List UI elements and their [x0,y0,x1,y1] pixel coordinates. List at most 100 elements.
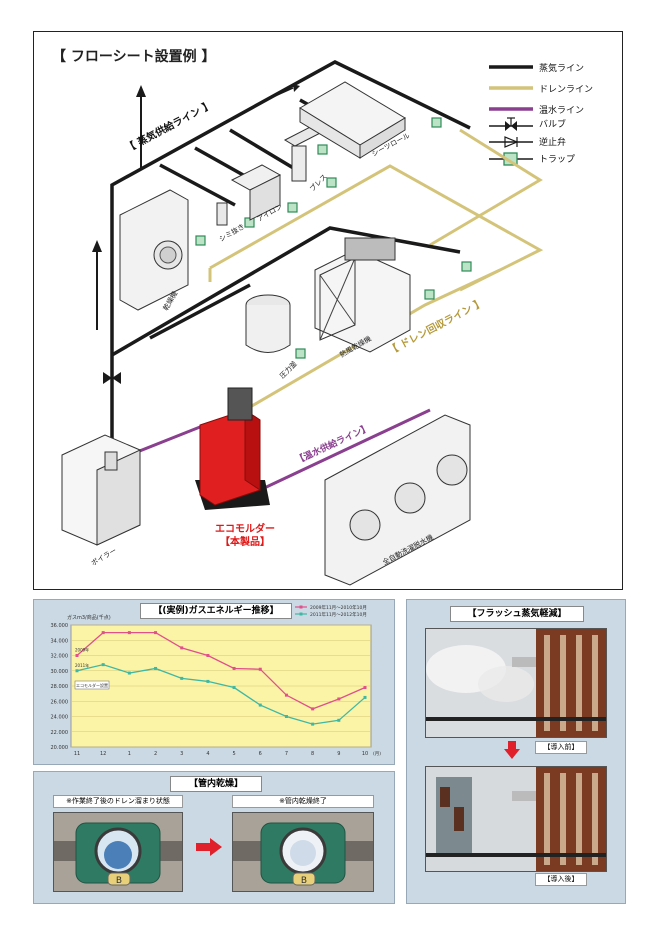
x-tick-label: 10 [362,751,368,757]
legend-entry: 2009年11月～2010年10月 [310,604,367,611]
y-tick-label: 32.000 [51,654,69,660]
data-point [337,697,341,701]
series-line [76,663,366,725]
y-tick-label: 26.000 [51,699,69,705]
pressure-pot-drawing [245,294,291,353]
flow-sheet-title: 【 フローシート設置例 】 [52,49,216,65]
flash-before-caption: 【導入前】 [535,741,587,754]
data-point [311,707,315,711]
x-tick-label: 5 [232,751,235,757]
series-short-label: 2009年 [75,647,89,653]
tumble-dryer-drawing [314,237,411,353]
x-tick-label: 7 [285,751,288,757]
y-tick-label: 30.000 [51,669,69,675]
x-tick-label: 2 [154,751,157,757]
boiler-drawing [61,434,141,546]
iron-drawing [216,164,282,226]
data-point [363,695,367,699]
arrow-right-icon [196,838,222,856]
check-valve-icon [489,136,533,148]
x-tick-label: 8 [311,751,314,757]
tube-after-caption: ※管内乾燥終了 [232,795,374,808]
series-line [76,631,366,710]
arrow-down-icon [504,741,520,759]
flash-after-photo [425,766,607,872]
flow-diagram [61,60,544,586]
data-point [75,669,79,673]
dryer-drawing [119,189,189,311]
data-point [206,679,210,683]
gas-chart-title: 【(実例)ガスエネルギー推移】 [140,603,292,619]
x-tick-label: 3 [180,751,183,757]
x-tick-label: 11 [74,751,80,757]
data-point [311,722,315,726]
x-tick-label: 6 [259,751,262,757]
data-point [154,631,158,635]
data-point [127,671,131,675]
drain-lines [208,128,544,412]
legend-valve: バルブ [487,116,617,132]
valve-icon [103,372,121,384]
tube-after-photo: B [232,812,374,892]
data-point [284,693,288,697]
y-tick-label: 28.000 [51,684,69,690]
y-tick-label: 20.000 [51,745,69,751]
data-point [180,676,184,680]
data-point [258,667,262,671]
y-tick-label: 22.000 [51,730,69,736]
trap-icon [195,117,472,359]
legend-marker [299,605,303,609]
data-point [154,666,158,670]
data-point [180,646,184,650]
legend-entry: 2011年11月～2012年10月 [310,611,367,618]
line-icon [489,86,533,90]
tube-dry-title: 【管内乾燥】 [170,776,262,792]
line-icon [489,107,533,111]
product-label: エコモルダー 【本製品】 [205,523,285,549]
valve-icon [489,117,533,131]
legend-drain-line: ドレンライン [487,81,617,97]
y-tick-label: 36.000 [51,623,69,629]
series-short-label: 2011年 [75,662,89,668]
y-axis-label: ガスm3/商品(千点) [67,614,111,621]
tube-before-caption: ※作業終了後のドレン溜まり状態 [53,795,183,808]
data-point [101,663,105,667]
y-tick-label: 34.000 [51,638,69,644]
legend-check-valve: 逆止弁 [487,134,617,150]
steam-lines [110,60,471,470]
legend-marker [299,612,303,616]
data-point [337,718,341,722]
x-tick-label: 9 [337,751,340,757]
gas-chart: 36.000 34.000 32.000 30.000 28.000 26.000 24.0… [51,604,382,757]
line-icon [489,65,533,69]
product-tag: 【本製品】 [220,537,270,548]
washers-drawing [324,414,471,586]
annotation-box [74,680,110,690]
sheet-roll-drawing [299,81,406,159]
flash-steam-title: 【フラッシュ蒸気軽減】 [450,606,584,622]
flash-before-photo [425,628,607,738]
tube-badge-after: B [301,876,307,886]
eco-molder-drawing [195,387,270,510]
product-name: エコモルダー [215,524,275,535]
tube-badge-before: B [116,876,122,886]
flash-after-caption: 【導入後】 [535,873,587,886]
data-point [75,654,79,657]
data-point [232,686,236,690]
x-axis-label: (月) [373,751,381,757]
data-point [127,631,131,635]
data-point [258,703,262,707]
x-tick-label: 12 [100,751,106,757]
legend-steam-line: 蒸気ライン [487,60,617,76]
data-point [101,631,105,635]
x-tick-label: 4 [206,751,209,757]
y-tick-label: 24.000 [51,715,69,721]
flow-arrows [92,84,300,330]
data-point [206,654,210,657]
x-tick-label: 1 [128,751,131,757]
data-point [232,666,236,670]
annotation-label: エコモルダー設置 [76,682,108,688]
tube-before-photo: B [53,812,183,892]
data-point [284,715,288,718]
legend-hot-water-line: 温水ライン [487,102,617,118]
